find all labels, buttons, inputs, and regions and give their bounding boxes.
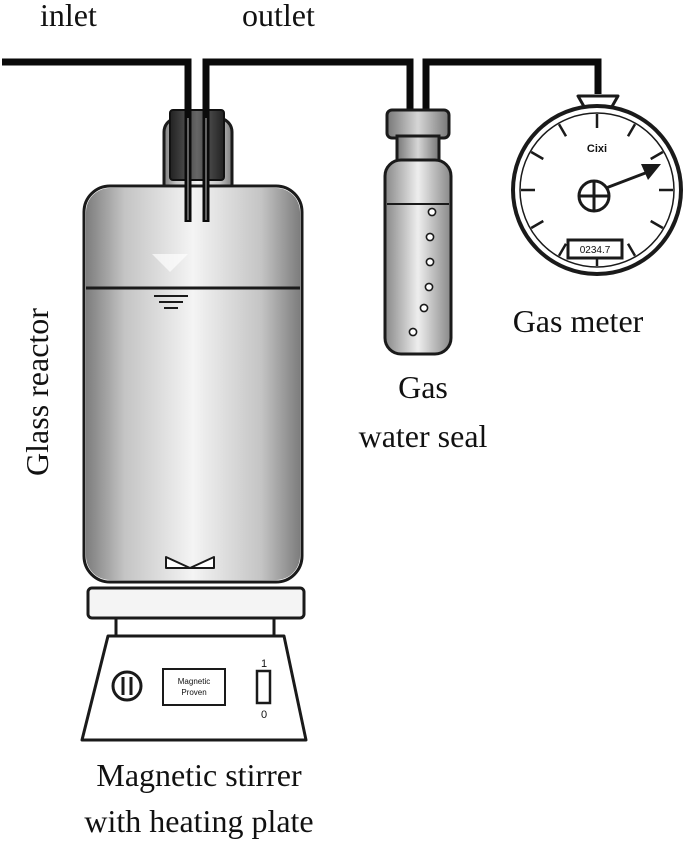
stirrer-display-line2: Proven	[181, 688, 206, 697]
gas-meter: Cixi 0234.7	[511, 94, 683, 276]
water-seal-label-line2: water seal	[359, 418, 488, 454]
glass-reflection	[152, 254, 188, 272]
power-switch-off-label: 0	[261, 709, 267, 721]
reactor-stopper	[169, 109, 225, 181]
stirrer-label-line1: Magnetic stirrer	[96, 757, 302, 793]
stirrer-label-line2: with heating plate	[84, 803, 313, 839]
glass-reactor	[82, 109, 304, 584]
gas-meter-reading: 0234.7	[580, 245, 611, 256]
glass-reactor-label: Glass reactor	[19, 308, 55, 476]
gas-meter-needle-tip	[641, 164, 661, 180]
gas-meter-brand: Cixi	[587, 143, 607, 155]
gas-meter-needle	[605, 170, 649, 190]
gas-meter-tick	[626, 243, 637, 257]
water-seal-cap	[385, 108, 451, 140]
gas-bubbles	[408, 207, 437, 337]
gas-meter-tick	[650, 150, 664, 161]
gas-meter-tick	[626, 123, 637, 137]
gas-meter-ticks	[521, 114, 673, 266]
water-seal-label-line1: Gas	[398, 369, 448, 405]
gas-meter-label: Gas meter	[513, 303, 644, 339]
inlet-label: inlet	[40, 0, 97, 33]
outlet-label: outlet	[242, 0, 315, 33]
magnetic-stirrer: Magnetic Proven 1 0	[80, 586, 308, 742]
gas-meter-counter	[566, 238, 624, 260]
gas-water-seal	[383, 108, 453, 356]
water-seal-vial	[383, 158, 453, 356]
gas-meter-tick	[530, 219, 544, 230]
stirrer-display	[162, 668, 226, 706]
power-switch[interactable]	[255, 669, 272, 705]
heating-plate	[86, 586, 306, 620]
liquid-level-marker	[154, 295, 188, 309]
gas-meter-tick	[557, 243, 568, 257]
gas-meter-tick	[650, 219, 664, 230]
stirrer-display-line1: Magnetic	[178, 677, 210, 686]
gas-meter-tick	[557, 123, 568, 137]
reactor-glass-fill	[86, 188, 300, 580]
gas-meter-tick	[530, 150, 544, 161]
stir-bar-icon	[165, 556, 215, 569]
stirrer-knob[interactable]	[111, 670, 143, 702]
power-switch-on-label: 1	[261, 658, 267, 670]
gas-meter-inner-ring	[519, 112, 675, 268]
water-seal-neck	[395, 134, 441, 164]
stirrer-stem	[114, 616, 276, 638]
